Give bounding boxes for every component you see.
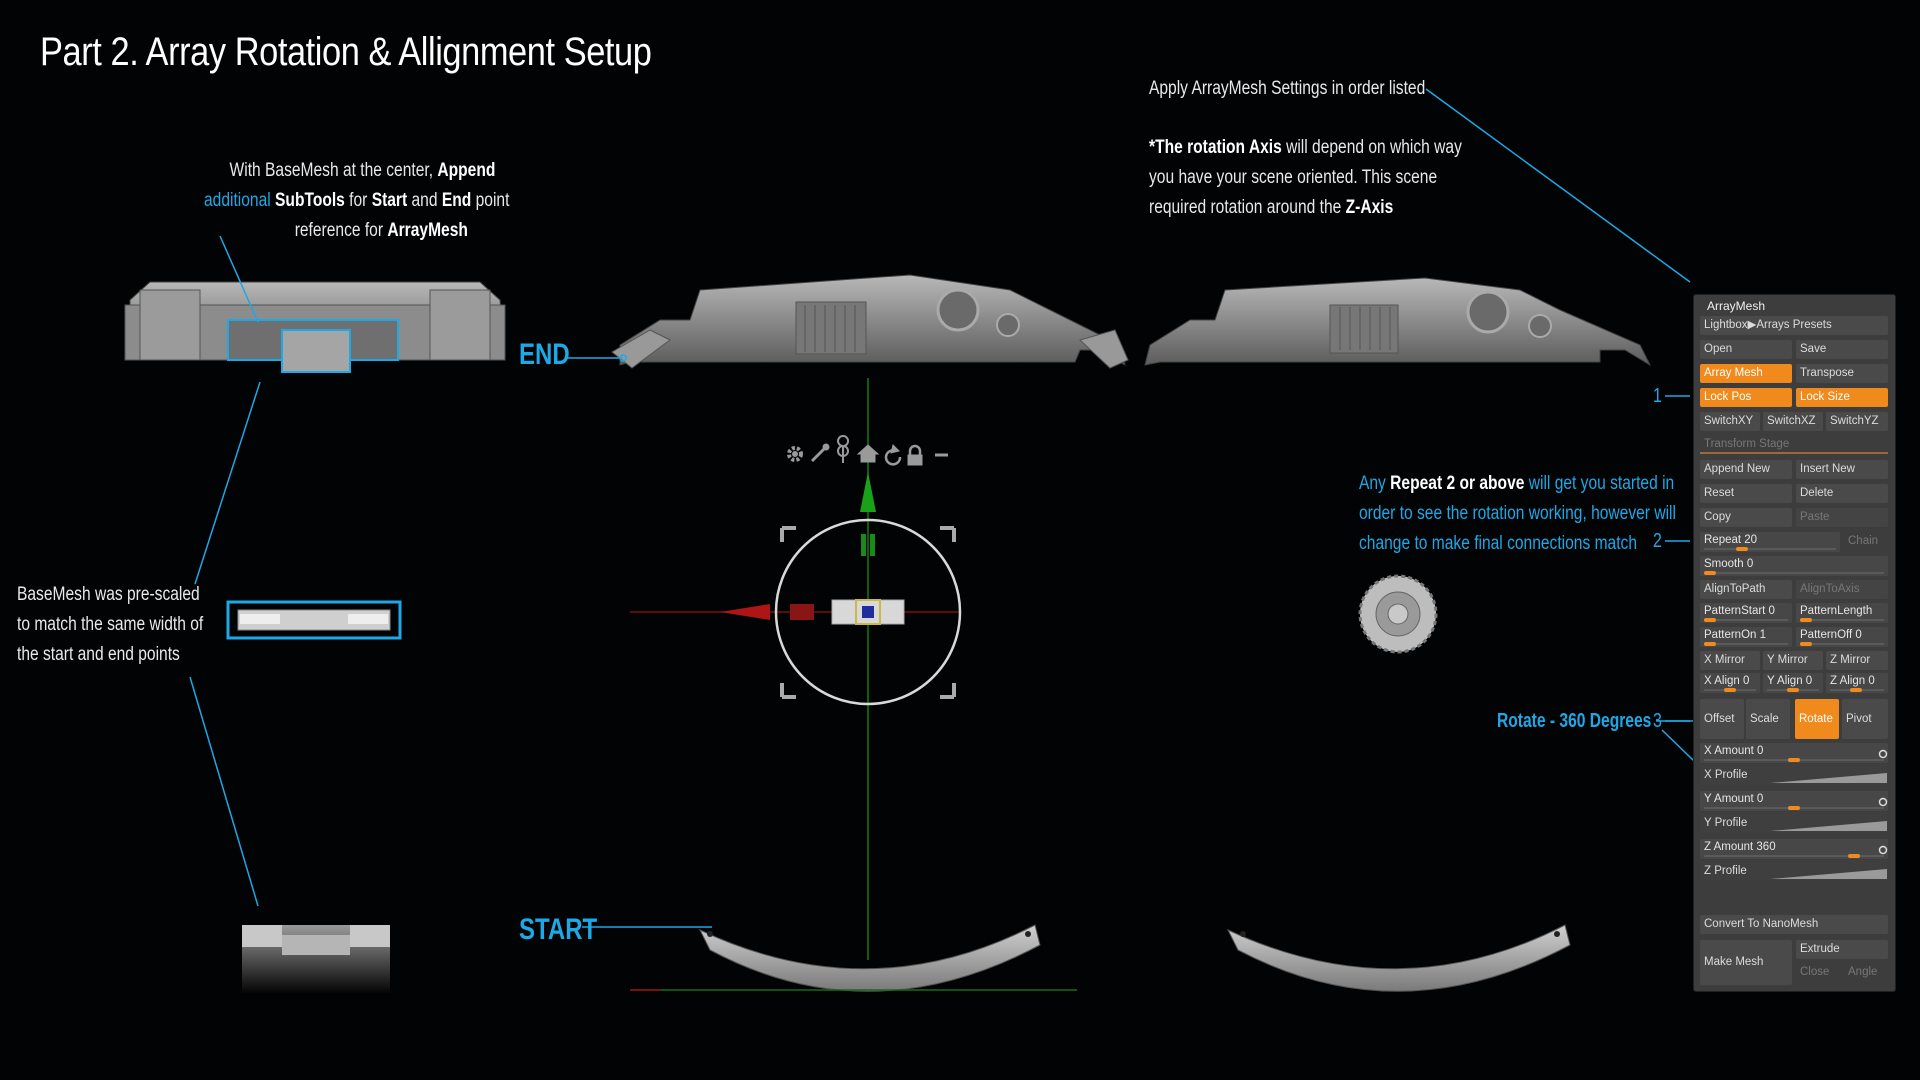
close-button[interactable]: Close	[1800, 966, 1830, 978]
smooth-label: Smooth 0	[1704, 558, 1754, 570]
gizmo-toolbar[interactable]	[787, 435, 948, 466]
panel-title: ArrayMesh	[1707, 299, 1766, 313]
basemesh-top-model	[124, 281, 506, 373]
z-amount-label: Z Amount 360	[1704, 841, 1776, 853]
start-label: START	[519, 913, 598, 946]
transform-stage-bar[interactable]	[1700, 452, 1888, 454]
pattern-length-label: PatternLength	[1800, 605, 1873, 617]
x-profile-label: X Profile	[1704, 769, 1748, 781]
copy-button[interactable]: Copy	[1700, 508, 1792, 527]
pattern-start-label: PatternStart 0	[1704, 605, 1775, 617]
page-title: Part 2. Array Rotation & Allignment Setu…	[40, 30, 652, 74]
home-icon[interactable]	[856, 444, 880, 463]
arraymesh-panel: ArrayMesh Lightbox▶Arrays Presets Open S…	[1693, 294, 1896, 992]
basemesh-note: BaseMesh was pre-scaled to match the sam…	[17, 584, 204, 665]
leader-lines	[189, 88, 1783, 928]
basemesh-scaled-model	[226, 600, 402, 640]
x-amount-label: X Amount 0	[1704, 745, 1764, 757]
pattern-on-slider[interactable]: PatternOn 1	[1700, 627, 1792, 647]
lock-icon[interactable]	[907, 444, 923, 466]
angle-slider[interactable]: Angle	[1848, 966, 1878, 978]
location-icon[interactable]	[837, 435, 850, 464]
z-mirror-button[interactable]: Z Mirror	[1826, 651, 1888, 670]
z-profile-label: Z Profile	[1704, 865, 1747, 877]
y-amount-slider[interactable]: Y Amount 0	[1700, 791, 1888, 811]
lock-size-button[interactable]: Lock Size	[1796, 388, 1888, 407]
rotation-preview-disc	[1358, 574, 1438, 654]
end-point-model-copy	[1144, 277, 1652, 367]
apply-note: Apply ArrayMesh Settings in order listed	[1149, 78, 1426, 99]
delete-button[interactable]: Delete	[1796, 484, 1888, 503]
save-button[interactable]: Save	[1796, 340, 1888, 359]
repeat-label: Repeat 20	[1704, 534, 1758, 546]
z-amount-slider[interactable]: Z Amount 360	[1700, 839, 1888, 859]
y-profile-curve[interactable]: Y Profile	[1700, 812, 1888, 832]
align-to-axis-button[interactable]: AlignToAxis	[1796, 580, 1888, 599]
x-align-label: X Align 0	[1704, 675, 1750, 687]
start-point-model	[242, 925, 390, 995]
x-arrow-handle	[720, 604, 770, 620]
x-align-slider[interactable]: X Align 0	[1700, 673, 1760, 693]
rotate-icon[interactable]	[884, 444, 902, 466]
paste-button[interactable]: Paste	[1796, 508, 1888, 527]
start-arc-model-copy	[1226, 924, 1571, 992]
convert-to-nanomesh-button[interactable]: Convert To NanoMesh	[1700, 915, 1888, 934]
pivot-tab[interactable]: Pivot	[1842, 699, 1888, 739]
y-align-label: Y Align 0	[1767, 675, 1813, 687]
y-arrow-handle	[860, 472, 876, 512]
lightbox-arrays-presets-button[interactable]: Lightbox▶Arrays Presets	[1700, 316, 1888, 335]
repeat-note: Any Repeat 2 or above will get you start…	[1359, 473, 1676, 554]
reset-button[interactable]: Reset	[1700, 484, 1792, 503]
start-arc-model	[698, 924, 1041, 992]
z-profile-curve[interactable]: Z Profile	[1700, 860, 1888, 880]
x-mirror-button[interactable]: X Mirror	[1700, 651, 1760, 670]
lock-pos-button[interactable]: Lock Pos	[1700, 388, 1792, 407]
rotate-callout: Rotate - 360 Degrees	[1497, 710, 1652, 732]
y-mirror-button[interactable]: Y Mirror	[1763, 651, 1823, 670]
extrude-button[interactable]: Extrude	[1796, 940, 1888, 959]
open-button[interactable]: Open	[1700, 340, 1792, 359]
z-align-slider[interactable]: Z Align 0	[1826, 673, 1888, 693]
switch-xz-button[interactable]: SwitchXZ	[1763, 412, 1823, 431]
switch-yz-button[interactable]: SwitchYZ	[1826, 412, 1888, 431]
pin-icon[interactable]	[810, 443, 830, 463]
end-point-model	[611, 274, 1129, 369]
offset-tab[interactable]: Offset	[1700, 699, 1744, 739]
x-amount-slider[interactable]: X Amount 0	[1700, 743, 1888, 763]
transpose-button[interactable]: Transpose	[1796, 364, 1888, 383]
pattern-length-slider[interactable]: PatternLength	[1796, 603, 1888, 623]
array-mesh-button[interactable]: Array Mesh	[1700, 364, 1792, 383]
end-label: END	[519, 338, 570, 371]
align-to-path-button[interactable]: AlignToPath	[1700, 580, 1792, 599]
x-profile-curve[interactable]: X Profile	[1700, 764, 1888, 784]
rotate-tab[interactable]: Rotate	[1795, 699, 1839, 739]
rotation-axis-note: *The rotation Axis will depend on which …	[1149, 137, 1462, 218]
append-note: With BaseMesh at the center, Append addi…	[204, 160, 510, 241]
pattern-start-slider[interactable]: PatternStart 0	[1700, 603, 1792, 623]
gear-icon[interactable]	[787, 446, 803, 462]
chain-button[interactable]: Chain	[1848, 535, 1879, 547]
repeat-slider[interactable]: Repeat 20	[1700, 532, 1840, 552]
insert-new-button[interactable]: Insert New	[1796, 460, 1888, 479]
pattern-on-label: PatternOn 1	[1704, 629, 1767, 641]
append-new-button[interactable]: Append New	[1700, 460, 1792, 479]
pattern-off-slider[interactable]: PatternOff 0	[1796, 627, 1888, 647]
pattern-off-label: PatternOff 0	[1800, 629, 1862, 641]
transpose-gizmo[interactable]	[720, 472, 962, 706]
y-amount-label: Y Amount 0	[1704, 793, 1764, 805]
y-profile-label: Y Profile	[1704, 817, 1748, 829]
transform-stage-label: Transform Stage	[1704, 438, 1790, 450]
make-mesh-button[interactable]: Make Mesh	[1700, 940, 1792, 985]
smooth-slider[interactable]: Smooth 0	[1700, 556, 1888, 576]
z-align-label: Z Align 0	[1830, 675, 1875, 687]
step-2-number: 2	[1653, 530, 1662, 552]
step-1-number: 1	[1653, 385, 1662, 407]
switch-xy-button[interactable]: SwitchXY	[1700, 412, 1760, 431]
y-align-slider[interactable]: Y Align 0	[1763, 673, 1823, 693]
scale-tab[interactable]: Scale	[1746, 699, 1790, 739]
